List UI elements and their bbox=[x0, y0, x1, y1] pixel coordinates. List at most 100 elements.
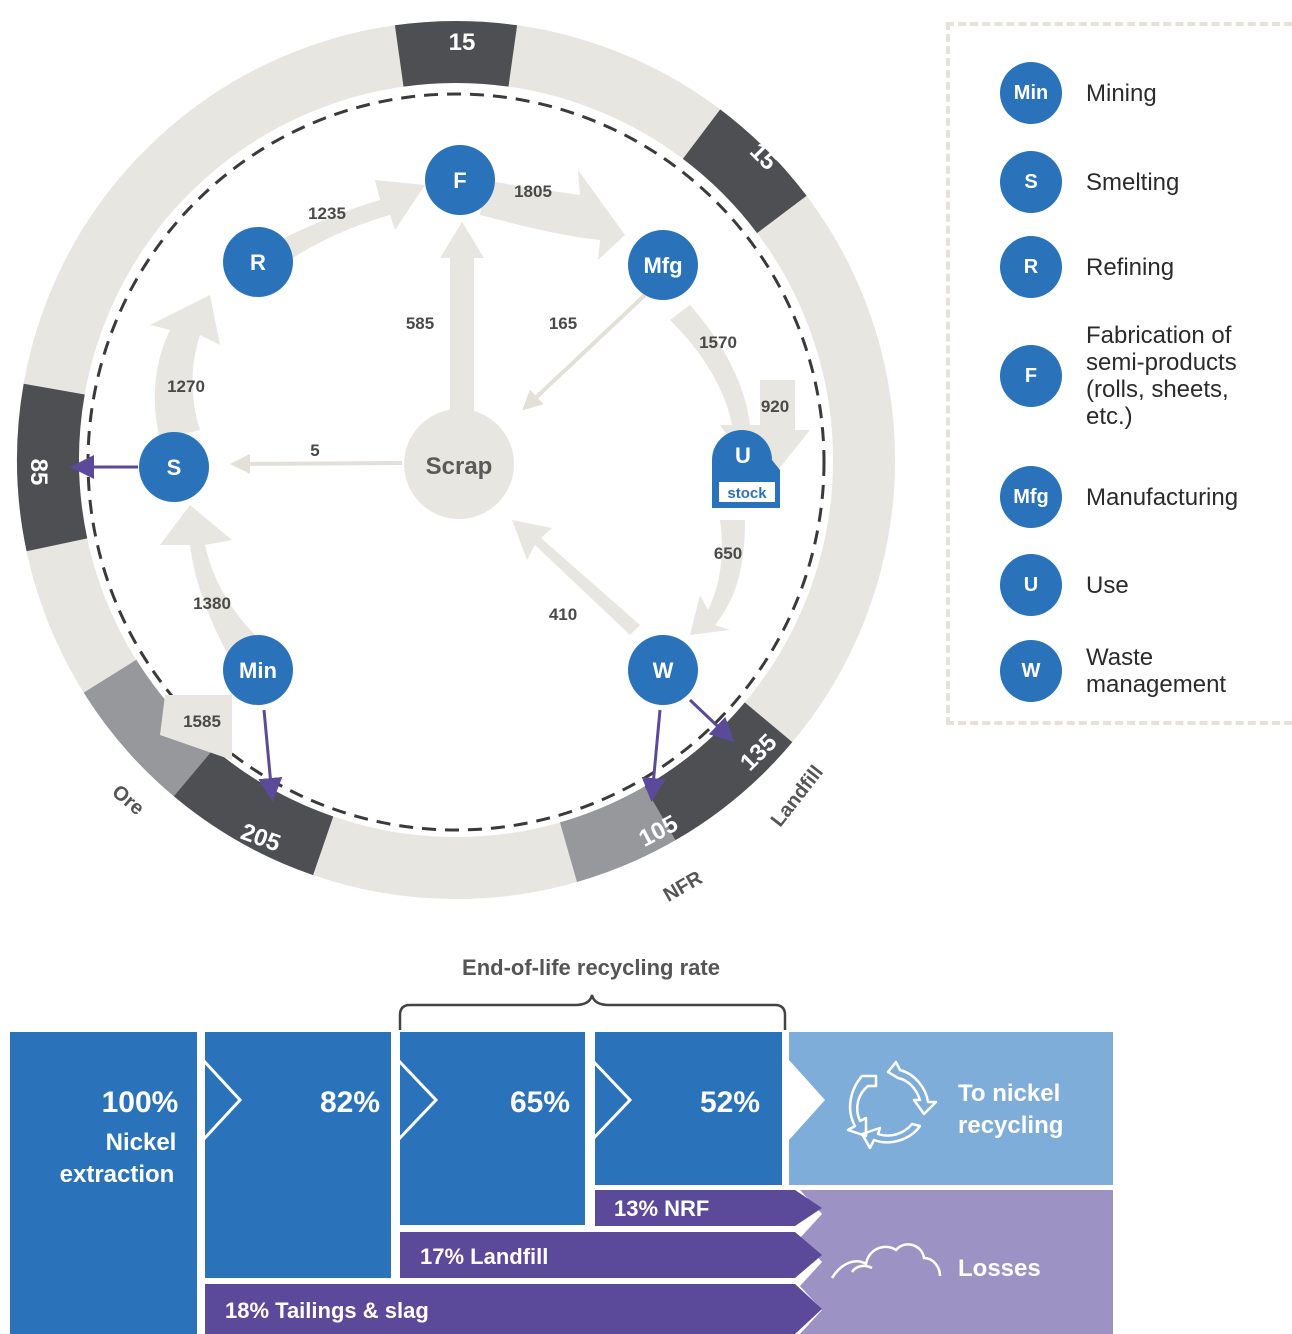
eol-title: End-of-life recycling rate bbox=[462, 955, 720, 980]
recycling-box bbox=[789, 1032, 1113, 1185]
legend-label-fabrication: Fabrication of semi-products (rolls, she… bbox=[1086, 322, 1237, 430]
label-nrf: 13% NRF bbox=[614, 1196, 709, 1221]
flow-label-into-u: 920 bbox=[761, 397, 789, 416]
label-landfill: 17% Landfill bbox=[420, 1244, 548, 1269]
ring-value-left: 85 bbox=[25, 459, 52, 486]
legend-label-use: Use bbox=[1086, 571, 1129, 599]
block-52 bbox=[595, 1032, 782, 1185]
flow-arrow-min-to-s bbox=[160, 505, 260, 655]
legend-circle-min: Min bbox=[1000, 62, 1062, 124]
node-s-label: S bbox=[167, 455, 182, 480]
ring-segment-bottom-left bbox=[173, 748, 334, 876]
node-mfg bbox=[628, 230, 698, 300]
recycling-line2: recycling bbox=[958, 1112, 1063, 1139]
recycling-line1: To nickel bbox=[958, 1080, 1060, 1107]
node-min-label: Min bbox=[239, 658, 277, 683]
legend-circle-r: R bbox=[1000, 236, 1062, 298]
recycle-icon bbox=[846, 1060, 938, 1150]
flow-arrow-u-to-w bbox=[690, 520, 745, 635]
flow-label-mfg-to-scrap: 165 bbox=[549, 314, 577, 333]
pct-52: 52% bbox=[700, 1086, 760, 1119]
pct-65: 65% bbox=[510, 1086, 570, 1119]
flow-label-u-to-w: 650 bbox=[714, 544, 742, 563]
chevron-3 bbox=[590, 1058, 633, 1142]
ring-segment-top bbox=[394, 21, 518, 87]
legend-item-mining: Min Mining bbox=[1000, 62, 1157, 124]
flow-label-min-to-s: 1380 bbox=[193, 594, 231, 613]
flow-label-s-to-r: 1270 bbox=[167, 377, 205, 396]
legend-item-fabrication: F Fabrication of semi-products (rolls, s… bbox=[1000, 322, 1266, 430]
node-r bbox=[223, 227, 293, 297]
flow-label-w-to-scrap: 410 bbox=[549, 605, 577, 624]
ring-segment-ore bbox=[83, 659, 215, 797]
extraction-line1: Nickel bbox=[106, 1129, 177, 1156]
ring-segment-nfr bbox=[559, 786, 676, 882]
flow-arrow-mfg-to-scrap bbox=[522, 293, 647, 411]
bar-nrf bbox=[595, 1190, 822, 1226]
flow-label-scrap-to-s: 5 bbox=[310, 441, 319, 460]
node-w bbox=[628, 635, 698, 705]
node-mfg-label: Mfg bbox=[643, 253, 682, 278]
flow-arrow-f-to-mfg bbox=[480, 170, 625, 260]
flow-arrow-w-to-scrap bbox=[512, 520, 640, 635]
flow-arrow-mfg-to-u bbox=[670, 305, 765, 470]
legend: Min Mining S Smelting R Refining F Fabri… bbox=[946, 22, 1292, 725]
extraction-line2: extraction bbox=[60, 1161, 175, 1188]
legend-item-use: U Use bbox=[1000, 554, 1129, 616]
ring-label-ore: Ore bbox=[108, 781, 149, 820]
label-losses: Losses bbox=[958, 1255, 1041, 1282]
main-flows bbox=[150, 170, 810, 760]
node-u-stock-label: stock bbox=[727, 485, 767, 502]
pct-100: 100% bbox=[102, 1086, 179, 1119]
node-f-label: F bbox=[453, 168, 466, 193]
chevron-2 bbox=[396, 1058, 439, 1142]
bar-landfill bbox=[400, 1232, 822, 1278]
block-100 bbox=[10, 1032, 197, 1334]
scrap-node bbox=[404, 409, 514, 519]
legend-label-waste: Waste management bbox=[1086, 644, 1227, 698]
node-u-label: U bbox=[735, 443, 751, 468]
ring-segment-landfill bbox=[644, 701, 793, 841]
node-r-label: R bbox=[250, 250, 266, 275]
flow-arrow-scrap-to-s bbox=[230, 453, 403, 474]
block-82 bbox=[205, 1032, 391, 1278]
loss-arrow-w-to-landfill bbox=[688, 698, 735, 743]
nickel-flow-diagram: Min S R F Mfg W U stock Scrap 1585 1380 … bbox=[17, 21, 895, 907]
legend-circle-f: F bbox=[1000, 345, 1062, 407]
bar-tailings bbox=[205, 1284, 822, 1334]
legend-label-mining: Mining bbox=[1086, 79, 1157, 107]
label-tailings: 18% Tailings & slag bbox=[225, 1298, 429, 1323]
flow-label-r-to-f: 1235 bbox=[308, 204, 346, 223]
loss-arrow-min-to-tailings bbox=[258, 709, 283, 802]
block-65 bbox=[400, 1032, 585, 1225]
ring-value-top: 15 bbox=[449, 29, 476, 56]
pct-82: 82% bbox=[320, 1086, 380, 1119]
flow-label-ore-to-min: 1585 bbox=[183, 712, 221, 731]
legend-item-manufacturing: Mfg Manufacturing bbox=[1000, 466, 1238, 528]
chevron-4 bbox=[787, 1058, 828, 1142]
ring-segment-left bbox=[17, 383, 88, 552]
flow-arrow-scrap-to-f bbox=[450, 255, 474, 415]
legend-label-manufacturing: Manufacturing bbox=[1086, 483, 1239, 511]
node-w-label: W bbox=[653, 658, 674, 683]
legend-label-smelting: Smelting bbox=[1086, 168, 1180, 196]
node-scrap-label: Scrap bbox=[426, 453, 493, 480]
legend-circle-mfg: Mfg bbox=[1000, 466, 1062, 528]
legend-item-smelting: S Smelting bbox=[1000, 151, 1179, 213]
ring-segment-top-right bbox=[682, 109, 807, 234]
legend-circle-u: U bbox=[1000, 554, 1062, 616]
flow-label-scrap-to-f: 585 bbox=[406, 314, 434, 333]
flow-arrow-r-to-f bbox=[270, 180, 425, 260]
loss-arrow-w-to-nfr bbox=[641, 709, 666, 802]
losses-box bbox=[800, 1190, 1113, 1334]
node-s bbox=[139, 432, 209, 502]
ring-label-landfill: Landfill bbox=[767, 762, 828, 832]
legend-circle-w: W bbox=[1000, 640, 1062, 702]
flow-arrow-s-to-r bbox=[150, 295, 220, 440]
flow-arrow-into-u bbox=[760, 380, 810, 470]
legend-item-waste: W Waste management bbox=[1000, 640, 1266, 702]
legend-label-refining: Refining bbox=[1086, 253, 1175, 281]
chevron-1 bbox=[201, 1058, 243, 1142]
ring-label-nfr: NFR bbox=[660, 867, 707, 907]
node-u-stock-box bbox=[719, 482, 775, 502]
